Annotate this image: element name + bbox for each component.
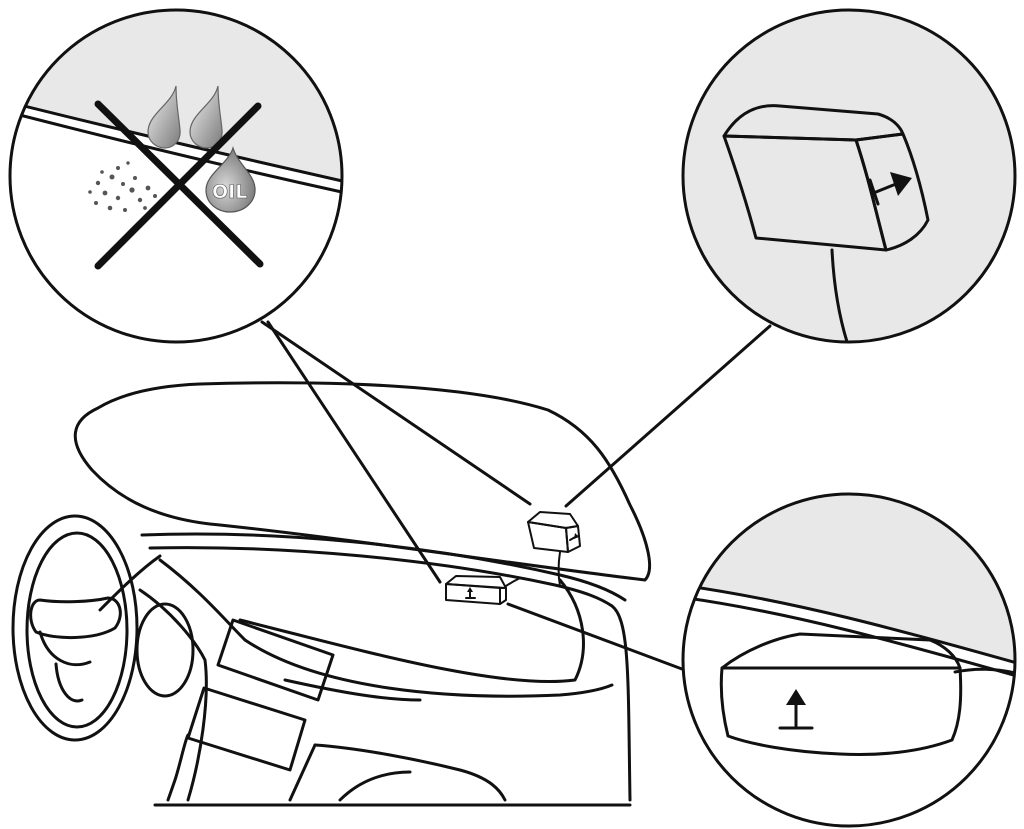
oil-label: OIL — [212, 181, 247, 203]
water-drop-icon — [189, 85, 223, 149]
zoom-circle-dash-sensor — [681, 492, 1017, 828]
dashboard — [138, 532, 632, 807]
water-drop-icon — [147, 85, 181, 149]
rain-sensor-small — [527, 511, 581, 587]
sensor-module-icon — [722, 104, 930, 252]
air-vent-upper — [216, 618, 335, 702]
sensor-module-icon — [719, 632, 963, 756]
zoom-circle-windshield-sensor — [681, 8, 1017, 344]
zoom-circle-contaminants: OIL — [8, 8, 344, 344]
oil-drop-icon — [205, 145, 256, 213]
steering-wheel-icon — [11, 514, 195, 742]
sunload-sensor-small — [445, 575, 521, 605]
up-arrow-icon — [778, 689, 814, 730]
dust-particles-icon — [88, 161, 157, 212]
windshield-glass — [73, 381, 652, 582]
cross-out-icon — [94, 100, 264, 270]
leader-lines — [260, 320, 772, 674]
up-arrow-icon — [868, 172, 912, 206]
air-vent-lower — [186, 686, 307, 772]
